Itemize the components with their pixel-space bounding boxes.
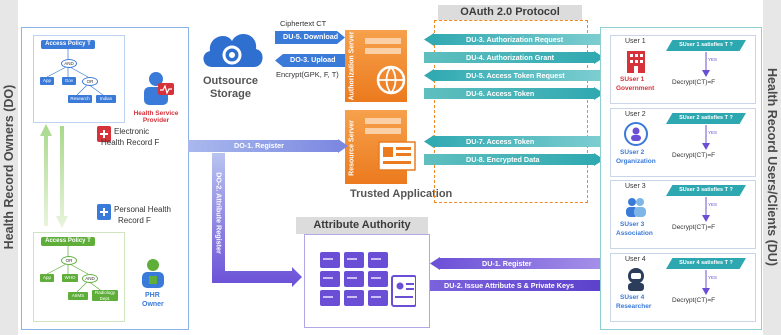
ciphertext-label: Ciphertext CT bbox=[280, 19, 327, 28]
resource-server-label: Resource Server bbox=[348, 120, 356, 176]
du4-authorization-grant: DU-4. Authorization Grant bbox=[466, 53, 554, 62]
user-id-label: User 1 bbox=[625, 38, 646, 45]
left-sidebar-label: Health Record Owners (DO) bbox=[2, 84, 16, 250]
do1-register-arrow bbox=[188, 139, 348, 153]
yes-label: YES bbox=[708, 275, 718, 280]
encrypt-label: Encrypt(GPK, F, T) bbox=[276, 70, 339, 79]
top-gov-leaf: Gov bbox=[62, 77, 76, 85]
oauth-boundary bbox=[434, 20, 588, 203]
du7-access-token: DU-7. Access Token bbox=[466, 137, 535, 146]
phr-owner-label-line2: Owner bbox=[142, 301, 164, 308]
satisfies-policy-check: SUser 2 satisfies T ? bbox=[666, 113, 746, 124]
top-research-leaf: Research bbox=[68, 95, 92, 103]
top-app-leaf: App bbox=[40, 77, 54, 85]
yes-label: YES bbox=[708, 202, 718, 207]
personal-health-record-icon bbox=[97, 204, 111, 220]
do2-attribute-register-label: DO-2. Attribute Register bbox=[214, 172, 224, 254]
decrypt-result: Decrypt(CT)=F bbox=[672, 79, 716, 86]
cloud-settings-icon bbox=[203, 34, 263, 67]
outsource-title-line2: Storage bbox=[210, 88, 251, 100]
du1-register-label: DU-1. Register bbox=[482, 259, 532, 268]
bottom-and-node: AND bbox=[82, 274, 98, 283]
yes-down-arrow bbox=[702, 270, 710, 295]
user-avatar-icon bbox=[624, 122, 648, 146]
du5-access-token-request: DU-5. Access Token Request bbox=[466, 71, 565, 80]
bottom-who-leaf: WHO bbox=[62, 274, 78, 282]
ehr-label-line2: Health Record F bbox=[101, 138, 160, 147]
du6-access-token: DU-6. Access Token bbox=[466, 89, 535, 98]
satisfies-policy-check: SUser 1 satisfies T ? bbox=[666, 40, 746, 51]
phr-owner-label-line1: PHR bbox=[145, 292, 160, 299]
authorization-server-label: Authorization Server bbox=[348, 31, 356, 101]
health-service-provider-label: Health Service Provider bbox=[133, 110, 179, 124]
do2-attribute-register-arrow bbox=[212, 153, 302, 287]
yes-down-arrow bbox=[702, 125, 710, 150]
bottom-aiims-leaf: AIIMS bbox=[68, 292, 88, 300]
du1-du2-arrows bbox=[430, 257, 612, 292]
do1-register-label: DO-1. Register bbox=[234, 141, 284, 150]
du8-encrypted-data: DU-8. Encrypted Data bbox=[466, 155, 540, 164]
user-id-label: User 3 bbox=[625, 183, 646, 190]
satisfies-policy-check: SUser 3 satisfies T ? bbox=[666, 185, 746, 196]
do-bidirectional-arrow bbox=[40, 124, 68, 228]
user-avatar-icon bbox=[626, 198, 646, 217]
user-role-label: Association bbox=[616, 230, 653, 237]
user-id-label: User 2 bbox=[625, 111, 646, 118]
bottom-or-node: OR bbox=[61, 256, 77, 265]
do3-upload-label: DO-3. Upload bbox=[290, 55, 336, 64]
phr-owner-icon bbox=[142, 259, 164, 288]
yes-label: YES bbox=[708, 57, 718, 62]
download-arrow-shape bbox=[275, 31, 345, 44]
user-role-label: Government bbox=[616, 85, 655, 92]
user-avatar-icon bbox=[627, 51, 645, 73]
user-avatar-icon bbox=[628, 268, 644, 291]
user-attribute-set: SUser 3 bbox=[620, 221, 645, 228]
du5-download-label: DU-5. Download bbox=[283, 32, 339, 41]
trusted-application-shape bbox=[345, 30, 416, 184]
du3-authorization-request: DU-3. Authorization Request bbox=[466, 35, 564, 44]
top-or-node: OR bbox=[82, 77, 98, 86]
bottom-radiology-leaf: Radiology Dept. bbox=[92, 290, 118, 301]
ehr-label-line1: Electronic bbox=[114, 127, 150, 136]
yes-label: YES bbox=[708, 130, 718, 135]
decrypt-result: Decrypt(CT)=F bbox=[672, 152, 716, 159]
top-access-policy-tag: Access Policy T bbox=[41, 40, 95, 49]
satisfies-policy-check: SUser 4 satisfies T ? bbox=[666, 258, 746, 269]
trusted-application-title: Trusted Application bbox=[350, 188, 453, 200]
du2-issue-keys-label: DU-2. Issue Attribute S & Private Keys bbox=[444, 281, 574, 290]
oauth-flow-arrows bbox=[424, 33, 604, 166]
user-attribute-set: SUser 2 bbox=[620, 149, 645, 156]
oauth-title: OAuth 2.0 Protocol bbox=[438, 5, 582, 20]
right-sidebar bbox=[763, 0, 781, 335]
top-indian-leaf: Indian bbox=[96, 95, 116, 103]
yes-down-arrow bbox=[702, 52, 710, 77]
bottom-app-leaf: App bbox=[40, 274, 54, 282]
attribute-authority-title: Attribute Authority bbox=[296, 217, 428, 234]
outsource-title-line1: Outsource bbox=[203, 75, 259, 87]
user-role-label: Researcher bbox=[616, 303, 652, 310]
health-service-provider-icon bbox=[144, 72, 174, 105]
upload-arrow-shape bbox=[275, 54, 345, 67]
electronic-health-record-icon bbox=[97, 126, 111, 142]
phr-label-line1: Personal Health bbox=[114, 205, 171, 214]
yes-down-arrow bbox=[702, 197, 710, 222]
user-attribute-set: SUser 1 bbox=[620, 76, 645, 83]
top-and-node: AND bbox=[61, 59, 77, 68]
user-id-label: User 4 bbox=[625, 256, 646, 263]
right-sidebar-label: Health Record Users/Clients (DU) bbox=[765, 68, 779, 266]
user-role-label: Organization bbox=[616, 158, 656, 165]
phr-label-line2: Record F bbox=[118, 216, 151, 225]
attribute-authority-servers-icon bbox=[320, 252, 416, 307]
decrypt-result: Decrypt(CT)=F bbox=[672, 224, 716, 231]
decrypt-result: Decrypt(CT)=F bbox=[672, 297, 716, 304]
user-attribute-set: SUser 4 bbox=[620, 294, 645, 301]
bottom-access-policy-tag: Access Policy T bbox=[41, 237, 95, 246]
top-policy-panel bbox=[33, 35, 125, 123]
left-sidebar bbox=[0, 0, 18, 335]
